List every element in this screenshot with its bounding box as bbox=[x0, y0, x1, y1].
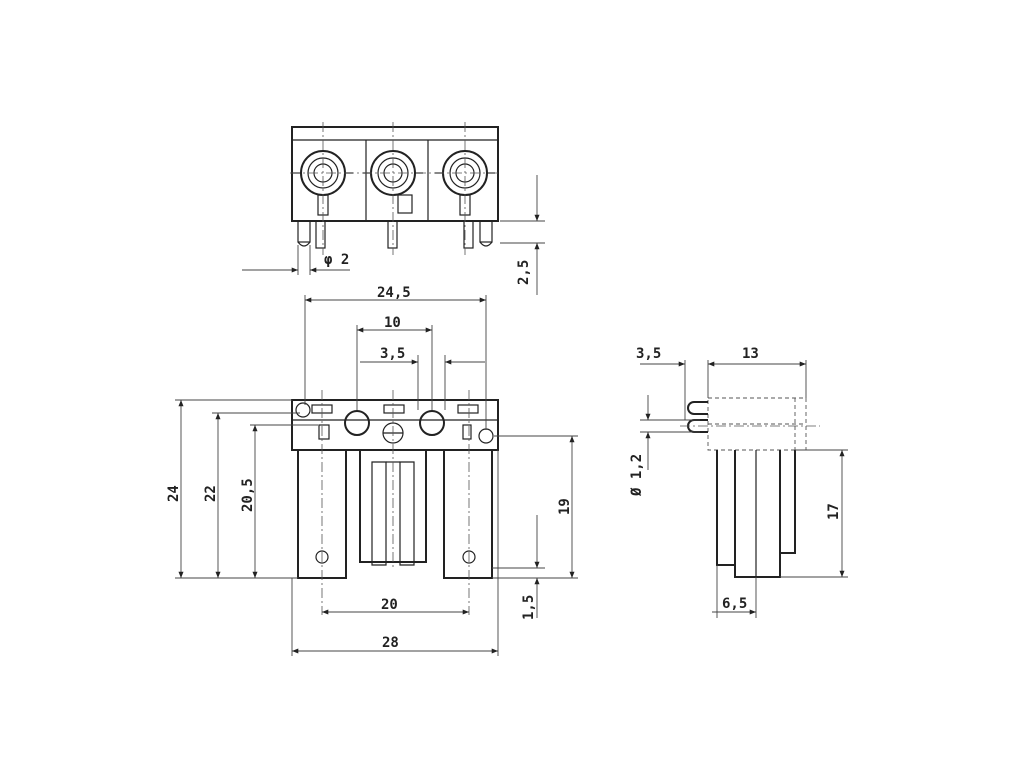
pin-diameter-1-2-label: Ø 1,2 bbox=[629, 454, 645, 497]
top-view: φ 2 2,5 bbox=[242, 122, 545, 295]
width-28-label: 28 bbox=[382, 635, 399, 651]
height-24-label: 24 bbox=[166, 485, 182, 502]
top-pins bbox=[297, 220, 493, 249]
width-24-5-label: 24,5 bbox=[377, 285, 411, 301]
offset-1-5-label: 1,5 bbox=[521, 595, 537, 620]
side-view: 3,5 13 Ø 1,2 17 6,5 bbox=[629, 346, 848, 618]
height-19-label: 19 bbox=[557, 498, 573, 515]
spacing-20-label: 20 bbox=[381, 597, 398, 613]
top-pin-diameter-label: φ 2 bbox=[324, 252, 349, 268]
height-17-label: 17 bbox=[826, 503, 842, 520]
offset-3-5-label: 3,5 bbox=[380, 346, 405, 362]
depth-13-label: 13 bbox=[742, 346, 759, 362]
pitch-10-label: 10 bbox=[384, 315, 401, 331]
offset-6-5-label: 6,5 bbox=[722, 596, 747, 612]
height-20-5-label: 20,5 bbox=[240, 478, 256, 512]
front-view: 24,5 10 3,5 24 22 20,5 19 1,5 bbox=[166, 285, 578, 656]
side-3-5-label: 3,5 bbox=[636, 346, 661, 362]
height-22-label: 22 bbox=[203, 485, 219, 502]
top-height-label: 2,5 bbox=[516, 260, 532, 285]
